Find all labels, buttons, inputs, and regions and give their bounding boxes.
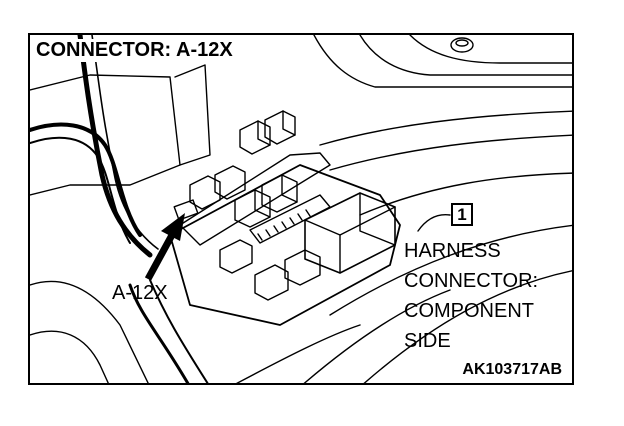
callout-arrow: [144, 213, 185, 281]
diagram-title: CONNECTOR: A-12X: [36, 39, 236, 62]
hose-upper: [30, 122, 142, 237]
harness-line-1: HARNESS: [404, 240, 501, 262]
connector-a12x-outline: [173, 199, 199, 221]
wire-harness: [77, 35, 153, 258]
figure-id: AK103717AB: [462, 361, 562, 378]
engine-bay-illustration: [30, 35, 572, 383]
reservoir-cap: [450, 37, 474, 53]
relay-row-upper: [189, 110, 296, 210]
harness-line-3: COMPONENT: [404, 300, 534, 322]
harness-line-2: CONNECTOR:: [404, 270, 539, 292]
harness-connector-label: HARNESS CONNECTOR: COMPONENT SIDE: [404, 236, 538, 356]
harness-line-4: SIDE: [404, 330, 451, 352]
reference-number-box: 1: [451, 203, 473, 226]
fuse-box-body: [169, 164, 401, 326]
relay-block: [304, 192, 396, 274]
diagram-frame: CONNECTOR: A-12X A-12X 1 HARNESS CONNECT…: [28, 33, 574, 385]
reservoir-outline: [313, 35, 572, 88]
connector-callout-label: A-12X: [112, 282, 168, 304]
leader-line: [417, 214, 451, 232]
relay-cluster: [234, 174, 331, 244]
